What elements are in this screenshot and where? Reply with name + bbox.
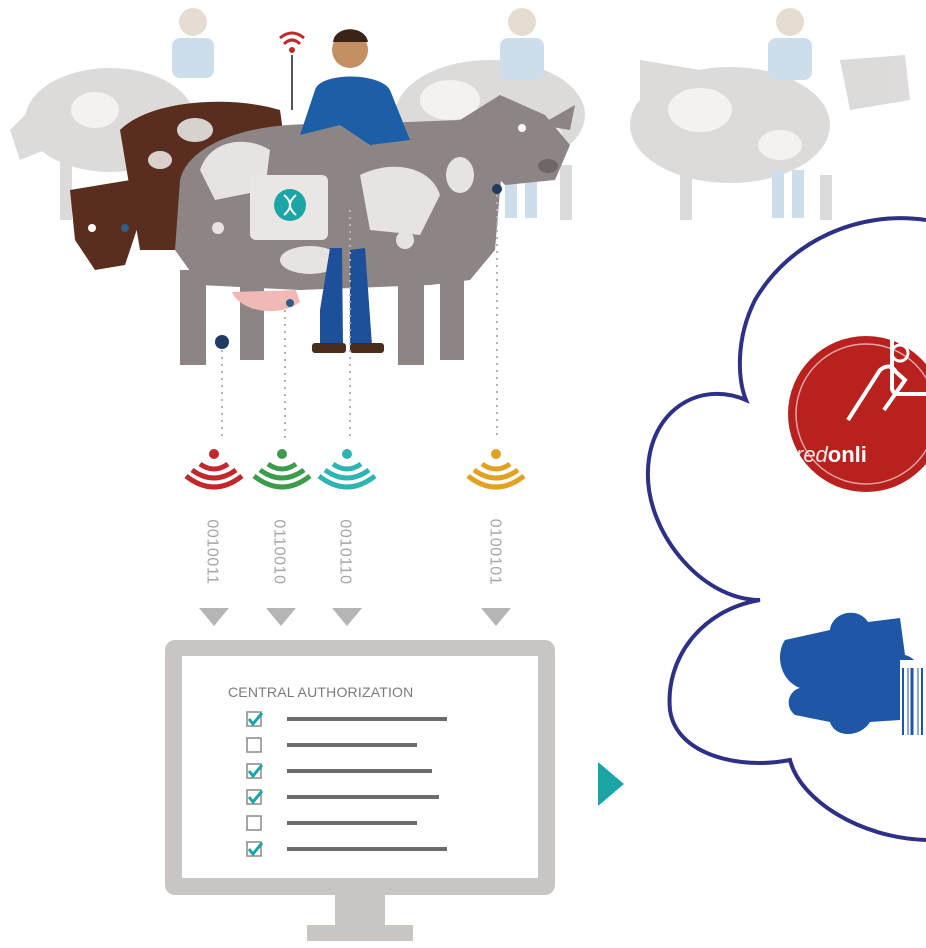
checklist-line: [287, 743, 417, 747]
down-arrow-2: [266, 608, 296, 626]
flow-arrow-icon: [598, 762, 624, 806]
faded-farmer-3: [768, 8, 812, 218]
main-cow-collar-tag: [492, 184, 502, 194]
checkmark-icon: [247, 842, 264, 857]
down-arrow-1: [199, 608, 229, 626]
red-online-logo: [788, 332, 926, 492]
tablet-icon: [890, 332, 926, 396]
faded-farmer-1: [172, 8, 214, 78]
red-logo-text-thin: red: [796, 442, 828, 467]
binary-code-3: 0010110: [336, 519, 354, 585]
binary-code-4: 0100101: [486, 518, 504, 586]
connector-lines: [221, 195, 498, 440]
signal-icon-green: [252, 449, 312, 490]
signal-icon-red: [184, 449, 244, 490]
checklist-line: [287, 769, 432, 773]
signal-icon-teal: [317, 449, 377, 490]
barcode-icon: [902, 668, 923, 735]
leg-sensor: [215, 335, 229, 349]
monitor: [165, 640, 555, 941]
cloud-outline: [645, 216, 926, 842]
red-logo-text-bold: onli: [827, 442, 867, 467]
red-logo-text: redonli: [796, 442, 867, 468]
checkbox: [246, 815, 262, 831]
checklist-line: [287, 847, 447, 851]
hand-touch-icon: [846, 364, 908, 422]
checkmark-icon: [247, 764, 264, 779]
down-arrow-4: [481, 608, 511, 626]
faded-cow-3: [630, 55, 910, 220]
brown-cow-collar-tag: [121, 224, 129, 232]
checkmark-icon: [247, 790, 264, 805]
binary-code-1: 0010011: [203, 519, 221, 585]
checklist-line: [287, 821, 417, 825]
udder-sensor: [286, 299, 294, 307]
farmer: [279, 29, 410, 353]
antenna-icon: [289, 47, 295, 53]
checkmark-icon: [247, 712, 264, 727]
puzzle-logo: [780, 612, 926, 740]
checklist-line: [287, 795, 439, 799]
down-arrow-3: [332, 608, 362, 626]
binary-code-2: 0110010: [270, 519, 288, 585]
down-arrows: [199, 608, 511, 626]
checkbox: [246, 737, 262, 753]
main-cow: [175, 95, 575, 365]
monitor-title: CENTRAL AUTHORIZATION: [228, 684, 414, 700]
signal-icon-orange: [466, 449, 526, 490]
checklist-line: [287, 717, 447, 721]
checklist: [246, 711, 447, 857]
